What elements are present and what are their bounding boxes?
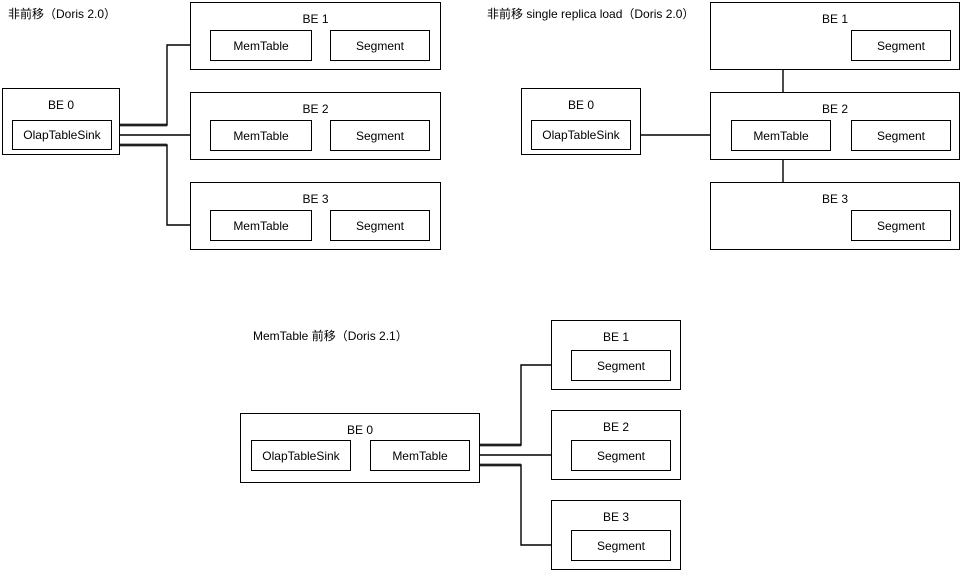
p3-memtable-label: MemTable: [392, 448, 448, 463]
p2-be2-segment-label: Segment: [876, 128, 926, 143]
p3-be3-segment-node: Segment: [571, 530, 671, 561]
p3-be0-label: BE 0: [346, 423, 373, 437]
p1-be2-segment-node: Segment: [330, 120, 430, 151]
p3-memtable-node: MemTable: [370, 440, 470, 471]
panel-title-memtable-forward: MemTable 前移（Doris 2.1）: [253, 329, 408, 343]
p3-be1-label: BE 1: [602, 330, 629, 344]
p1-be1-memtable-node: MemTable: [210, 30, 312, 61]
edge-p3-memtable-to-be1: [470, 360, 564, 447]
p3-be3-segment-label: Segment: [596, 538, 646, 553]
p2-be2-label: BE 2: [821, 102, 848, 116]
p2-be0-label: BE 0: [567, 98, 594, 112]
p1-be3-memtable-label: MemTable: [233, 218, 289, 233]
edge-p1-sink-to-be3: [120, 143, 201, 230]
p2-be2-segment-node: Segment: [851, 120, 951, 151]
p1-be3-segment-node: Segment: [330, 210, 430, 241]
p1-be1-segment-label: Segment: [355, 38, 405, 53]
p3-be1-segment-node: Segment: [571, 350, 671, 381]
p2-olaptablesink-label: OlapTableSink: [542, 128, 620, 142]
panel-title-single-replica-load: 非前移 single replica load（Doris 2.0）: [487, 7, 695, 21]
p1-be2-memtable-label: MemTable: [233, 128, 289, 143]
p1-be1-label: BE 1: [302, 12, 329, 26]
p3-be2-label: BE 2: [602, 420, 629, 434]
p3-olaptablesink-label: OlapTableSink: [262, 448, 340, 463]
edge-p3-memtable-to-be3: [470, 463, 564, 550]
p1-be2-label: BE 2: [302, 102, 329, 116]
p1-be0-label: BE 0: [47, 98, 74, 112]
p2-be1-segment-label: Segment: [876, 38, 926, 53]
p1-be2-memtable-node: MemTable: [210, 120, 312, 151]
p2-be2-memtable-node: MemTable: [731, 120, 831, 151]
p2-be3-label: BE 3: [821, 192, 848, 206]
p1-be3-memtable-node: MemTable: [210, 210, 312, 241]
p1-olaptablesink-node: OlapTableSink: [12, 120, 112, 150]
p1-be3-label: BE 3: [302, 192, 329, 206]
p1-olaptablesink-label: OlapTableSink: [23, 128, 101, 142]
p2-olaptablesink-node: OlapTableSink: [531, 120, 631, 150]
p2-be1-segment-node: Segment: [851, 30, 951, 61]
p2-be1-label: BE 1: [821, 12, 848, 26]
panel-title-non-pipelined: 非前移（Doris 2.0）: [8, 7, 117, 21]
p1-be1-segment-node: Segment: [330, 30, 430, 61]
p2-be3-segment-node: Segment: [851, 210, 951, 241]
p1-be2-segment-label: Segment: [355, 128, 405, 143]
p3-olaptablesink-node: OlapTableSink: [251, 440, 351, 471]
p1-be1-memtable-label: MemTable: [233, 38, 289, 53]
p3-be1-segment-label: Segment: [596, 358, 646, 373]
p3-be2-segment-label: Segment: [596, 448, 646, 463]
p1-be3-segment-label: Segment: [355, 218, 405, 233]
p2-be2-memtable-label: MemTable: [753, 128, 809, 143]
p3-be3-label: BE 3: [602, 510, 629, 524]
p2-be3-segment-label: Segment: [876, 218, 926, 233]
p3-be2-segment-node: Segment: [571, 440, 671, 471]
edge-p1-sink-to-be1: [120, 40, 201, 127]
